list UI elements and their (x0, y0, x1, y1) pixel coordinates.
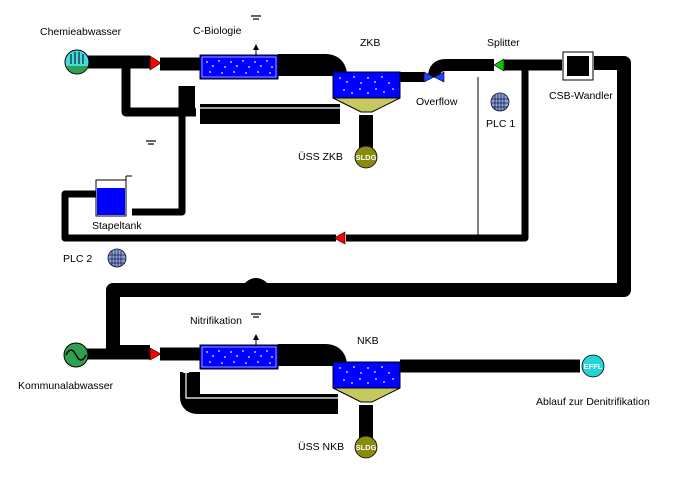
label-ablauf: Ablauf zur Denitrifikation (536, 396, 650, 408)
pipe-reactor1-zkb (278, 54, 347, 77)
zkb-return-line (195, 84, 352, 109)
label-uess-nkb: ÜSS NKB (298, 441, 344, 453)
label-splitter: Splitter (487, 37, 520, 49)
splitter-arrow-icon[interactable] (493, 58, 505, 72)
plc-icon[interactable] (490, 92, 510, 112)
badge-sludge2: SLDG (356, 443, 377, 452)
zkb-return-arrow (193, 78, 199, 85)
pump-arrow-icon[interactable] (149, 55, 162, 71)
water-level-icon (146, 140, 156, 145)
pump-arrow-icon[interactable] (149, 347, 162, 361)
clarifier-nkb[interactable] (332, 361, 401, 403)
sludge-nkb[interactable]: SLDG (354, 435, 378, 459)
clarifier-zkb[interactable] (332, 71, 401, 113)
pipe-splitter-recycle (346, 65, 529, 242)
pipe-cross-hop (242, 278, 270, 295)
reactor-nitrifikation[interactable] (199, 344, 279, 370)
water-level-icon (251, 15, 261, 20)
plc-icon[interactable] (107, 248, 127, 268)
pump-arrow-icon[interactable] (333, 231, 346, 245)
pipes (61, 54, 631, 438)
pipe-stapeltank-return (132, 86, 186, 216)
label-overflow: Overflow (416, 96, 458, 108)
pipe-bypass-left (121, 64, 196, 117)
stapeltank[interactable] (95, 175, 132, 217)
pipe-recycle-nkb (180, 372, 338, 414)
pipe-reactor2-nkb (278, 344, 347, 367)
label-plc1: PLC 1 (486, 118, 515, 130)
nkb-return-line (185, 372, 352, 399)
label-nkb: NKB (357, 335, 379, 347)
effluent[interactable]: EFFL (581, 354, 605, 378)
converter-box-icon[interactable] (562, 51, 594, 81)
label-nitrifikation: Nitrifikation (190, 315, 242, 327)
pipe-valve-splitter (428, 59, 494, 78)
nkb-return-arrow (183, 366, 189, 373)
label-stapeltank: Stapeltank (92, 220, 142, 232)
aeration-arrow-icon (253, 44, 259, 50)
aeration-arrow-icon (253, 334, 259, 340)
label-zkb: ZKB (360, 37, 380, 49)
label-plc2: PLC 2 (63, 253, 92, 265)
reactor-c-biologie[interactable] (199, 54, 279, 80)
water-level-icon (251, 313, 261, 318)
label-chemieabwasser: Chemieabwasser (40, 26, 122, 38)
badge-effluent: EFFL (584, 362, 603, 371)
influent-kommunal[interactable] (63, 342, 89, 368)
influent-chem[interactable] (64, 49, 90, 75)
label-c-biologie: C-Biologie (193, 25, 242, 37)
label-uess-zkb: ÜSS ZKB (298, 151, 343, 163)
overflow-valve[interactable] (423, 71, 445, 83)
badge-sludge1: SLDG (356, 153, 377, 162)
pipe-recycle-stapeltank (61, 190, 336, 242)
label-kommunalabwasser: Kommunalabwasser (18, 380, 114, 392)
sludge-zkb[interactable]: SLDG (354, 145, 378, 169)
label-csb-wandler: CSB-Wandler (549, 90, 613, 102)
